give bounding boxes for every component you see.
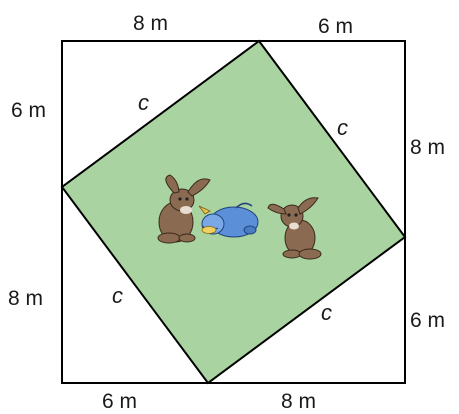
side-label-top-left: c [138,90,149,115]
label-bottom-left: 6 m [102,390,138,413]
blue-creature [198,202,259,238]
rabbit-left [157,174,211,244]
side-label-top-right: c [337,115,348,140]
label-bottom-right: 8 m [281,390,317,413]
label-top-left: 8 m [133,12,169,35]
side-label-bottom-right: c [321,300,332,325]
side-label-bottom-left: c [112,283,123,308]
label-left-bottom: 8 m [8,287,44,310]
label-left-top: 6 m [11,99,47,122]
label-top-right: 6 m [318,15,354,38]
rabbit-right [267,197,322,260]
label-right-top: 8 m [410,136,446,159]
outer-square [61,40,406,384]
label-right-bottom: 6 m [410,309,446,332]
